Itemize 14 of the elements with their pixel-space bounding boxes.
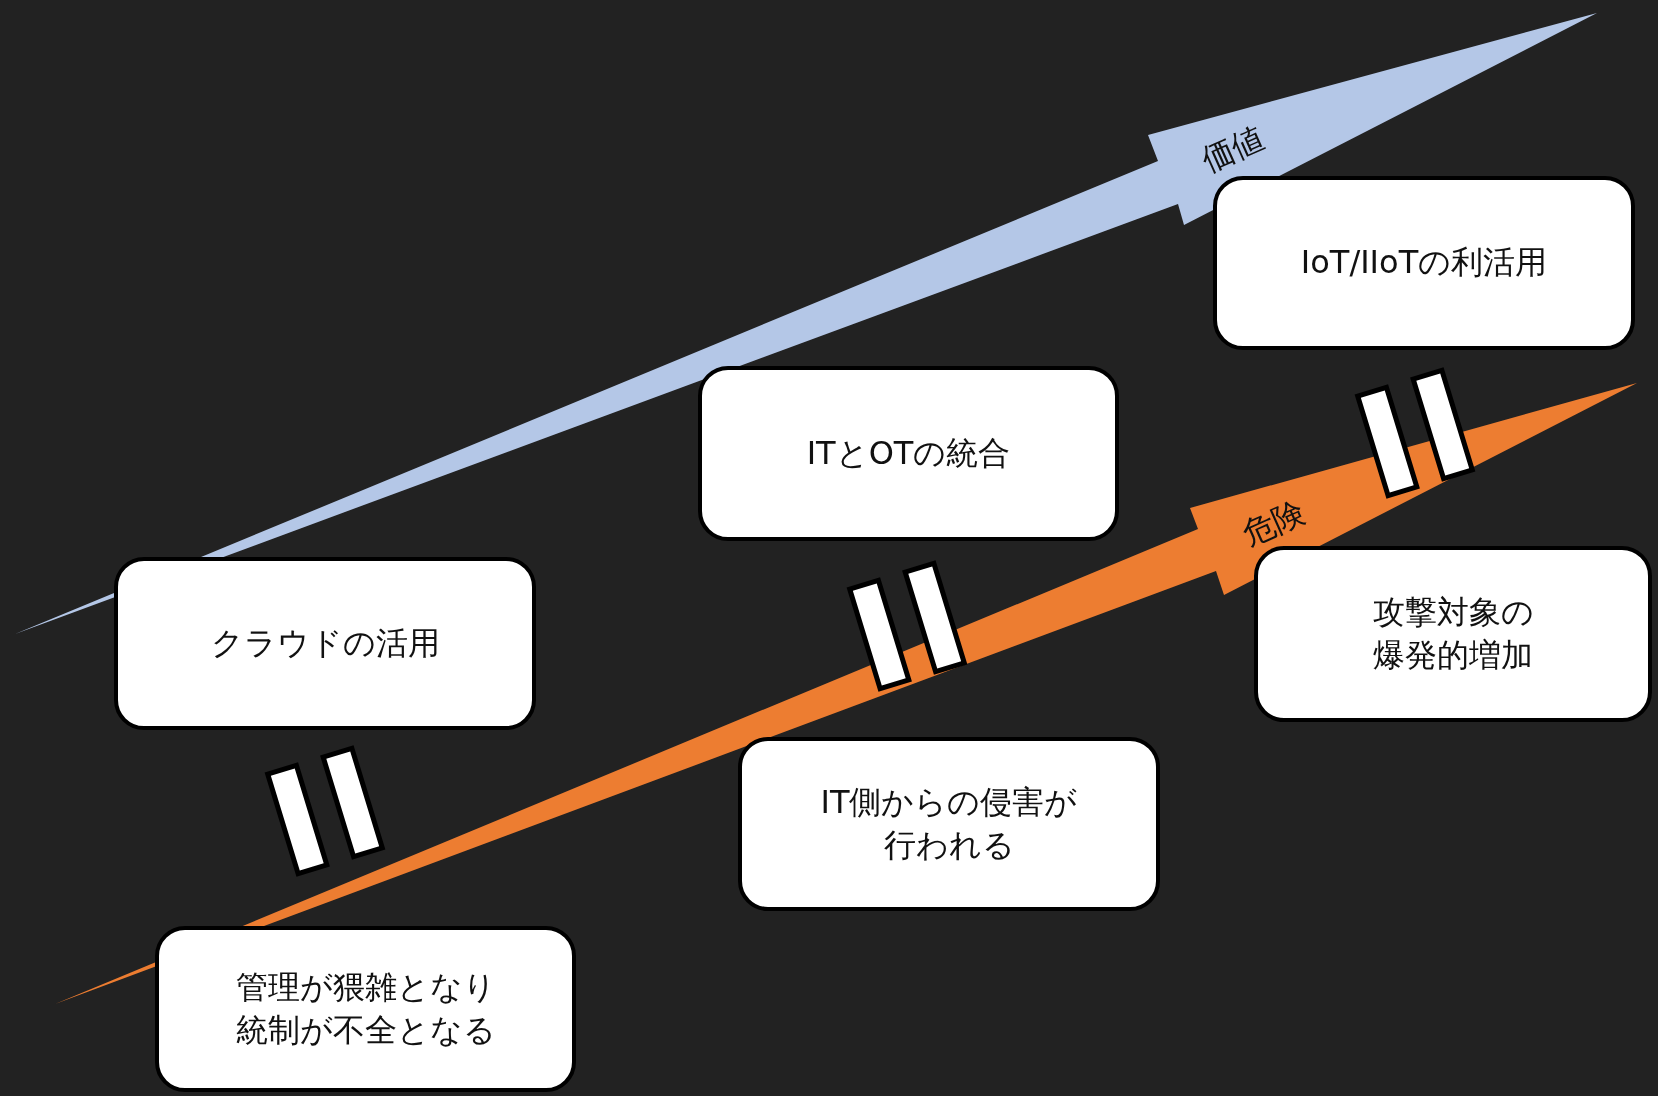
rounded-box — [155, 926, 576, 1092]
box-text: 管理が猥雑となり統制が不全となる — [234, 966, 497, 1051]
box-text: ITとOTの統合 — [806, 432, 1011, 474]
rounded-box — [698, 366, 1119, 541]
box-text: IoT/IIoTの利活用 — [1300, 242, 1548, 284]
box-text: IT側からの侵害が行われる — [819, 781, 1079, 866]
box-text: クラウドの活用 — [210, 622, 440, 664]
arrow-label: 価値 — [1194, 117, 1271, 182]
rounded-box — [114, 557, 536, 730]
arrow-label: 危険 — [1235, 491, 1312, 556]
rounded-box — [738, 737, 1160, 911]
rounded-box — [1254, 546, 1652, 722]
box-text: 攻撃対象の爆発的増加 — [1371, 591, 1535, 676]
rounded-box — [1213, 176, 1635, 350]
